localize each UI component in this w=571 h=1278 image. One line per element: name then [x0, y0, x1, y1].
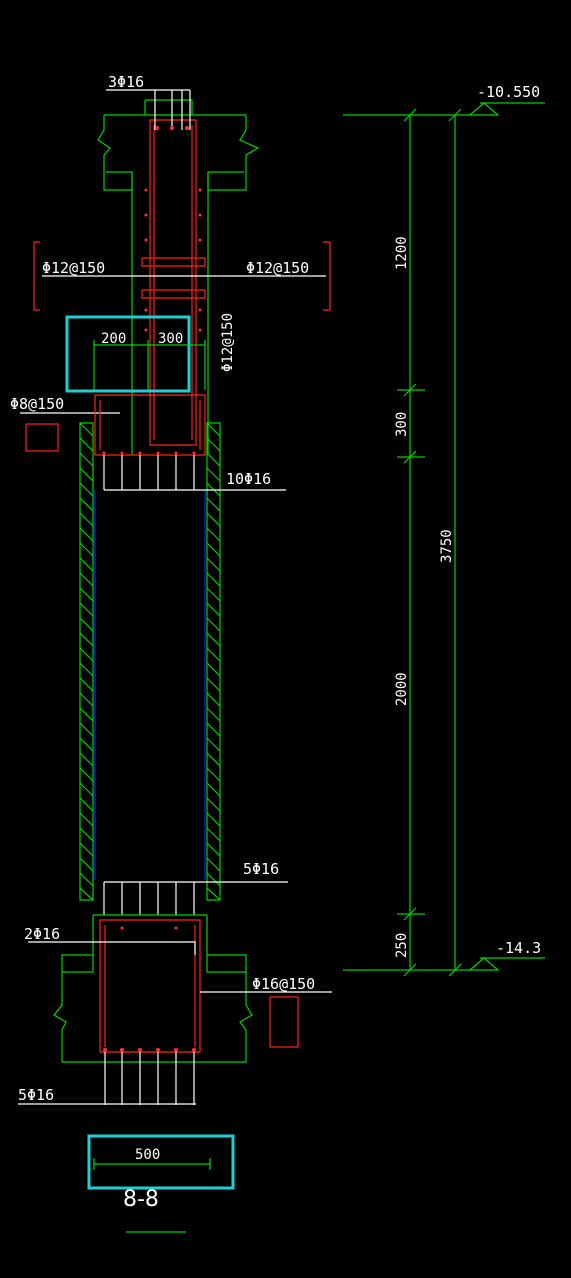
label-stirrup-right: Φ12@150: [246, 259, 309, 277]
section-dim-right: 300: [158, 331, 183, 347]
vertical-dim-3: 2000: [394, 672, 410, 706]
base-foundation: [18, 914, 332, 1105]
top-column-rebar: [106, 89, 202, 446]
bottom-elevation: -14.3: [496, 939, 541, 957]
pile-body: [79, 422, 288, 915]
label-stirrup-left: Φ12@150: [42, 259, 105, 277]
horizontal-stirrups: [33, 241, 331, 311]
label-base-top: 2Φ16: [24, 925, 60, 943]
total-dim: 3750: [439, 529, 455, 563]
section-dim-left: 200: [101, 331, 126, 347]
label-stirrup-vertical: Φ12@150: [220, 313, 236, 372]
label-base-stirrup: Φ16@150: [252, 975, 315, 993]
label-tie: Φ8@150: [10, 395, 64, 413]
label-upper-main: 10Φ16: [226, 470, 271, 488]
tie-detail: [20, 394, 206, 456]
label-top-longitudinal: 3Φ16: [108, 73, 144, 91]
dimension-lines: [343, 102, 545, 977]
vertical-dim-1: 1200: [394, 236, 410, 270]
label-lower-main: 5Φ16: [243, 860, 279, 878]
top-wall-outline: [97, 99, 260, 455]
base-width-dim: 500: [135, 1147, 160, 1163]
top-elevation: -10.550: [477, 83, 540, 101]
vertical-dim-4: 250: [394, 933, 410, 958]
section-title: 8-8: [123, 1187, 159, 1212]
vertical-dim-2: 300: [394, 412, 410, 437]
section-dim-highlight: [65, 315, 206, 393]
base-width-highlight: [87, 1134, 235, 1233]
label-base-bottom: 5Φ16: [18, 1086, 54, 1104]
